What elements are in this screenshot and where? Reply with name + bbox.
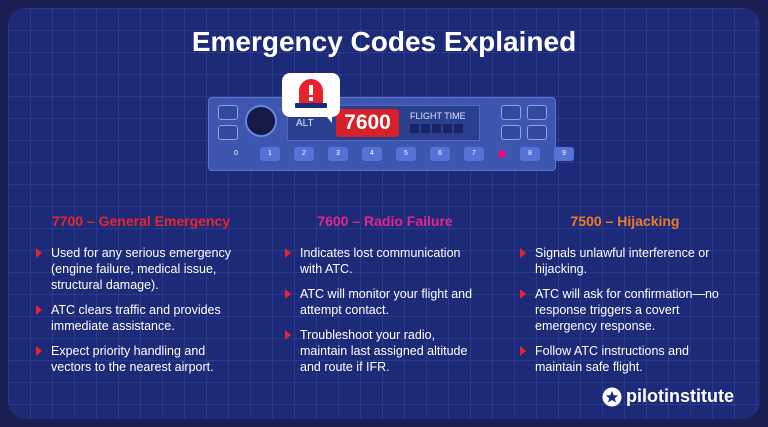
key-6[interactable]: 6 <box>430 147 450 161</box>
list-item: ATC will ask for confirmation—no respons… <box>520 286 730 334</box>
list-item: Troubleshoot your radio, maintain last a… <box>285 327 485 375</box>
key-3[interactable]: 3 <box>328 147 348 161</box>
transponder-side-button[interactable] <box>501 125 521 140</box>
alarm-light-icon <box>295 79 327 108</box>
list-item: Follow ATC instructions and maintain saf… <box>520 343 730 375</box>
transponder-display: ALT 7600 FLIGHT TIME <box>287 105 480 141</box>
transponder-keypad: 0 1 2 3 4 5 6 7 8 9 <box>226 147 574 161</box>
alt-label: ALT <box>296 118 314 129</box>
transponder-side-button[interactable] <box>527 125 547 140</box>
column-heading: 7600 – Radio Failure <box>317 213 453 229</box>
key-7[interactable]: 7 <box>464 147 484 161</box>
star-badge-icon <box>602 387 622 406</box>
list-item: ATC will monitor your flight and attempt… <box>285 286 485 318</box>
key-4[interactable]: 4 <box>362 147 382 161</box>
column-heading: 7500 – Hijacking <box>570 213 680 229</box>
list-item: Indicates lost communication with ATC. <box>285 245 485 277</box>
indicator-light <box>498 150 506 158</box>
brand-logo: pilotinstitute <box>602 386 734 407</box>
speech-bubble-tail <box>322 111 332 123</box>
transponder-panel: ALT 7600 FLIGHT TIME 0 1 2 3 4 5 6 7 8 9 <box>208 97 574 171</box>
flight-time-label: FLIGHT TIME <box>410 111 466 121</box>
key-8[interactable]: 8 <box>520 147 540 161</box>
transponder-side-button[interactable] <box>527 105 547 120</box>
list-item: ATC clears traffic and provides immediat… <box>36 302 246 334</box>
page-title: Emergency Codes Explained <box>191 26 577 57</box>
transponder-side-button[interactable] <box>218 125 238 140</box>
key-5[interactable]: 5 <box>396 147 416 161</box>
list-item: Expect priority handling and vectors to … <box>36 343 246 375</box>
transponder-knob[interactable] <box>245 105 277 137</box>
code-column-7600: 7600 – Radio Failure Indicates lost comm… <box>285 213 485 384</box>
key-2[interactable]: 2 <box>294 147 314 161</box>
bullet-list: Used for any serious emergency (engine f… <box>36 245 246 375</box>
transponder-side-button[interactable] <box>501 105 521 120</box>
column-heading: 7700 – General Emergency <box>51 213 231 229</box>
logo-text: pilotinstitute <box>626 386 734 406</box>
list-item: Used for any serious emergency (engine f… <box>36 245 246 293</box>
bullet-list: Signals unlawful interference or hijacki… <box>520 245 730 375</box>
key-9[interactable]: 9 <box>554 147 574 161</box>
key-0[interactable]: 0 <box>234 150 238 157</box>
code-column-7500: 7500 – Hijacking Signals unlawful interf… <box>520 213 730 384</box>
key-1[interactable]: 1 <box>260 147 280 161</box>
list-item: Signals unlawful interference or hijacki… <box>520 245 730 277</box>
flight-time-digits <box>410 124 463 133</box>
transponder-side-button[interactable] <box>218 105 238 120</box>
speech-bubble <box>282 73 340 117</box>
infographic-card: Emergency Codes Explained ALT 7600 FLIGH… <box>8 8 760 419</box>
squawk-code: 7600 <box>336 109 399 137</box>
bullet-list: Indicates lost communication with ATC. A… <box>285 245 485 375</box>
code-column-7700: 7700 – General Emergency Used for any se… <box>36 213 246 384</box>
